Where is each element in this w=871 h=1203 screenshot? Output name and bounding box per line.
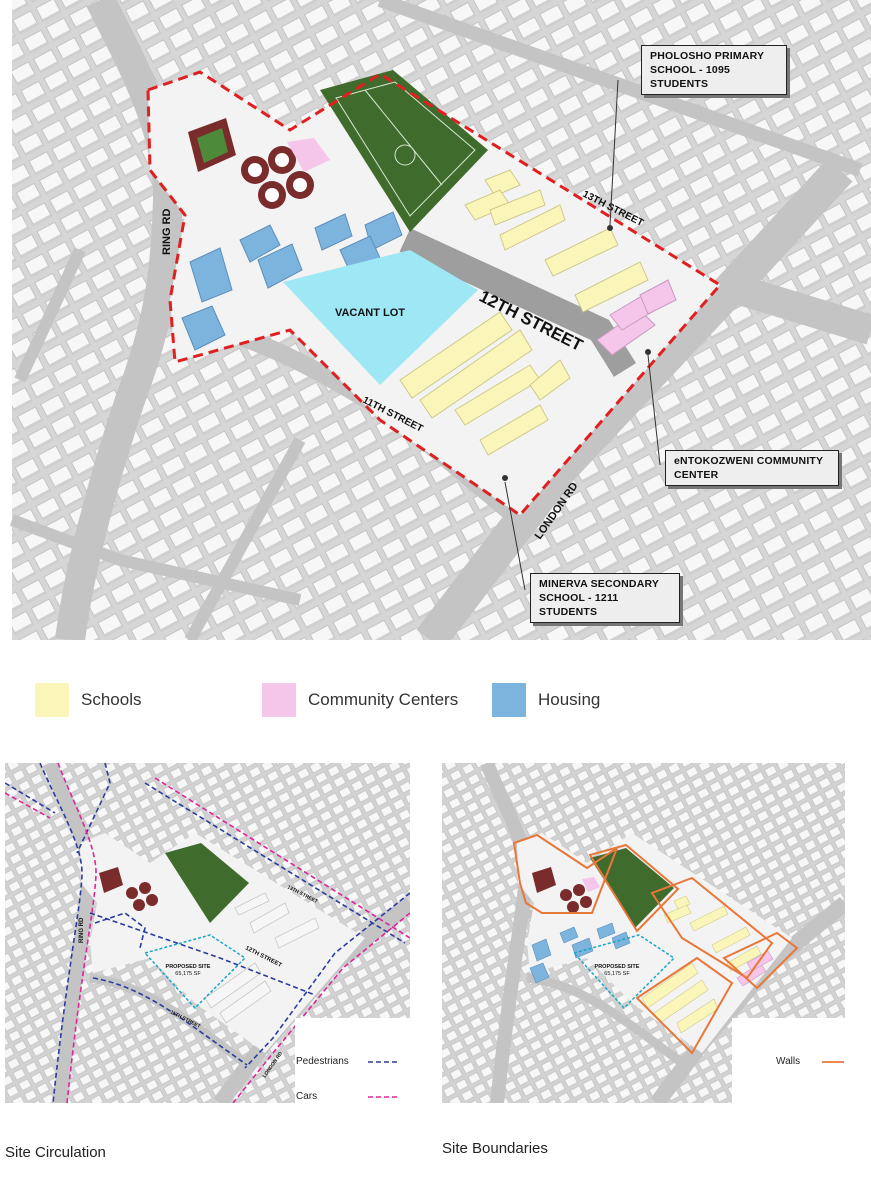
legend-housing-label: Housing — [538, 690, 601, 709]
bnd-proposed-site-label: PROPOSED SITE — [595, 964, 640, 970]
walls-line-icon — [822, 1060, 844, 1063]
community-centers-swatch — [262, 683, 296, 717]
pholosho-callout: PHOLOSHO PRIMARY SCHOOL - 1095 STUDENTS — [641, 45, 787, 95]
housing-blocks — [181, 211, 403, 351]
bnd-proposed-site-area: 65,175 SF — [604, 971, 630, 977]
community-center-entokozweni — [596, 279, 677, 356]
community-center-field — [287, 138, 330, 172]
minerva-callout-line-2: SCHOOL - 1211 STUDENTS — [539, 592, 619, 618]
site-circulation-caption: Site Circulation — [5, 1144, 106, 1161]
legend-pedestrians: Pedestrians — [296, 1056, 398, 1067]
legend-schools-label: Schools — [81, 690, 142, 709]
schools-swatch — [35, 683, 69, 717]
minerva-callout: MINERVA SECONDARY SCHOOL - 1211 STUDENTS — [530, 573, 680, 623]
pedestrians-line-icon — [368, 1060, 398, 1063]
legend-community-centers-label: Community Centers — [308, 690, 459, 709]
circ-field — [165, 843, 249, 923]
legend-community-centers: Community Centers — [262, 683, 458, 717]
entokozweni-callout-line-2: CENTER — [674, 469, 719, 481]
site-boundary — [146, 70, 723, 517]
twelfth-street-road — [399, 228, 637, 377]
bnd-field — [590, 848, 674, 928]
legend-walls: Walls — [776, 1056, 844, 1067]
car-paths — [5, 763, 410, 1103]
bnd-schools — [641, 895, 762, 1034]
callout-leaders — [502, 79, 661, 591]
housing-swatch — [492, 683, 526, 717]
legend-cars-label: Cars — [296, 1091, 318, 1102]
cars-line-icon — [368, 1095, 398, 1098]
boundaries-map: PROPOSED SITE 65,175 SF — [442, 763, 845, 1103]
circ-ring-rd-label: RING RD — [79, 917, 85, 943]
pedestrian-paths — [5, 763, 410, 1103]
entokozweni-callout-line-1: eNTOKOZWENI COMMUNITY — [674, 455, 824, 467]
school-blocks — [399, 169, 649, 456]
circulation-map: PROPOSED SITE 65,175 SF RING RD 12TH STR… — [5, 763, 410, 1103]
bnd-housing — [529, 922, 631, 984]
ring-rd-label: RING RD — [161, 209, 173, 256]
legend-pedestrians-label: Pedestrians — [296, 1056, 349, 1067]
legend-walls-label: Walls — [776, 1056, 801, 1067]
soccer-field — [320, 70, 488, 232]
pholosho-callout-line-2: SCHOOL - 1095 STUDENTS — [650, 64, 731, 90]
main-site-map: VACANT LOT RING RD 12TH STREET 13TH STRE… — [9, 0, 871, 640]
circ-proposed-site-label: PROPOSED SITE — [166, 964, 211, 970]
circ-proposed-site-area: 65,175 SF — [175, 971, 201, 977]
minerva-callout-line-1: MINERVA SECONDARY — [539, 578, 660, 590]
pholosho-callout-line-1: PHOLOSHO PRIMARY — [650, 50, 765, 62]
legend-housing: Housing — [492, 683, 600, 717]
entokozweni-callout: eNTOKOZWENI COMMUNITY CENTER — [665, 450, 839, 486]
site-boundaries-caption: Site Boundaries — [442, 1140, 548, 1157]
wall-lines — [512, 833, 799, 1055]
vacant-lot — [283, 250, 478, 385]
vacant-lot-label: VACANT LOT — [335, 307, 405, 319]
legend-cars: Cars — [296, 1091, 398, 1102]
legend-schools: Schools — [35, 683, 141, 717]
